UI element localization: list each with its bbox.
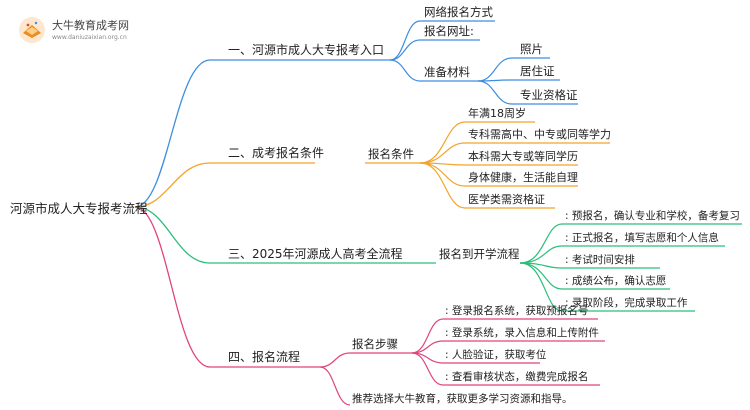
b2-links (365, 121, 610, 209)
b1-material-0: 照片 (520, 42, 543, 56)
b4-item-0: : 登录报名系统，获取预报名号 (445, 304, 588, 317)
book-logo-icon (19, 17, 45, 43)
b3-item-4: : 录取阶段，完成录取工作 (565, 296, 688, 309)
site-logo: 大牛教育成考网 www.daniuzaixian.org.cn (18, 14, 138, 48)
b1-item-1: 报名网址: (424, 24, 474, 38)
b4-note: 推荐选择大牛教育，获取更多学习资源和指导。 (352, 392, 573, 405)
connector-b2 (134, 162, 211, 208)
b2-item-4: 医学类需资格证 (468, 192, 545, 206)
logo-name: 大牛教育成考网 (52, 19, 129, 32)
connector-b1 (134, 59, 211, 208)
main-connectors (134, 59, 211, 368)
b2-item-0: 年满18周岁 (468, 106, 526, 120)
connector-b4 (134, 206, 211, 368)
b2-item-3: 身体健康，生活能自理 (468, 170, 578, 184)
b1-material-1: 居住证 (520, 64, 555, 78)
b4-title: 四、报名流程 (228, 349, 300, 364)
b4-item-1: : 登录系统，录入信息和上传附件 (445, 326, 599, 339)
connector-b3 (134, 206, 211, 264)
b1-item-0: 网络报名方式 (424, 5, 493, 19)
b1-links (389, 20, 578, 105)
b1-title: 一、河源市成人大专报考入口 (228, 42, 384, 57)
b3-item-2: : 考试时间安排 (565, 253, 635, 266)
b3-item-3: : 成绩公布，确认志愿 (565, 274, 666, 287)
logo-url: www.daniuzaixian.org.cn (52, 34, 127, 41)
b2-sub: 报名条件 (368, 147, 414, 161)
b1-item-2: 准备材料 (424, 65, 470, 79)
b4-sub: 报名步骤 (352, 337, 398, 351)
b3-title: 三、2025年河源成人高考全流程 (228, 246, 403, 261)
b3-item-1: : 正式报名，填写志愿和个人信息 (565, 231, 719, 244)
b2-item-2: 本科需大专或等同学历 (468, 149, 578, 163)
branch-underlines (210, 59, 390, 368)
b1-material-2: 专业资格证 (520, 88, 578, 102)
b4-links (319, 318, 605, 406)
b3-links (385, 223, 742, 312)
b2-title: 二、成考报名条件 (228, 145, 324, 160)
b4-item-2: : 人脸验证，获取考位 (445, 348, 547, 361)
b2-item-1: 专科需高中、中专或同等学力 (468, 127, 611, 141)
root-node: 河源市成人大专报考流程 (10, 201, 148, 216)
b3-item-0: : 预报名，确认专业和学校，备考复习 (565, 209, 740, 222)
b3-sub: 报名到开学流程 (439, 247, 520, 261)
b4-item-3: : 查看审核状态，缴费完成报名 (445, 370, 588, 383)
